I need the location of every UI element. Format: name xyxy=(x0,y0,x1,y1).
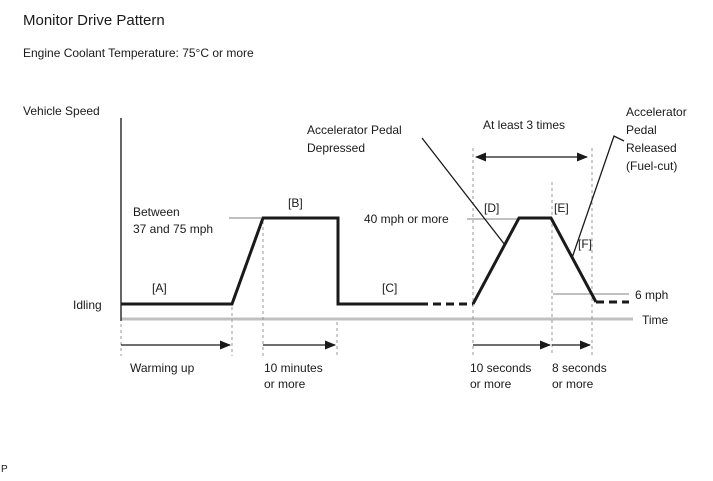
pedal-depressed-annotation: Accelerator Pedal Depressed xyxy=(307,123,402,155)
phase-d-label: [D] xyxy=(484,201,500,215)
corner-mark: P xyxy=(1,464,8,475)
six-mph-label: 6 mph xyxy=(635,288,669,302)
x-axis-label: Time xyxy=(642,313,669,327)
phase-a-label: [A] xyxy=(152,281,167,295)
warming-up-label: Warming up xyxy=(130,361,195,375)
ten-seconds-label: 10 seconds or more xyxy=(470,361,532,391)
phase-e-label: [E] xyxy=(554,201,569,215)
vehicle-speed-pattern xyxy=(121,216,629,306)
eight-seconds-label: 8 seconds or more xyxy=(552,361,607,391)
page-title: Monitor Drive Pattern xyxy=(23,12,165,29)
between-37-75-label: Between 37 and 75 mph xyxy=(133,205,214,236)
forty-mph-label: 40 mph or more xyxy=(364,212,449,226)
pattern-segment-def xyxy=(471,216,598,305)
pattern-segment-abc xyxy=(121,216,420,306)
phase-c-label: [C] xyxy=(382,281,398,295)
leader-lines xyxy=(229,217,629,295)
pedal-depressed-callout-line xyxy=(421,137,506,246)
duration-arrows xyxy=(121,152,591,350)
dashed-guide-lines xyxy=(120,148,593,358)
pedal-released-callout-line xyxy=(571,135,625,259)
ten-minutes-label: 10 minutes or more xyxy=(264,361,323,391)
phase-b-label: [B] xyxy=(288,196,303,210)
pedal-released-annotation: Accelerator Pedal Released (Fuel-cut) xyxy=(626,105,687,173)
repeat-annotation: At least 3 times xyxy=(483,118,566,132)
callout-lines xyxy=(421,135,625,259)
phase-f-label: [F] xyxy=(578,237,592,251)
condition-text: Engine Coolant Temperature: 75°C or more xyxy=(23,46,254,60)
idling-label: Idling xyxy=(73,298,102,312)
y-axis-label: Vehicle Speed xyxy=(23,104,100,118)
